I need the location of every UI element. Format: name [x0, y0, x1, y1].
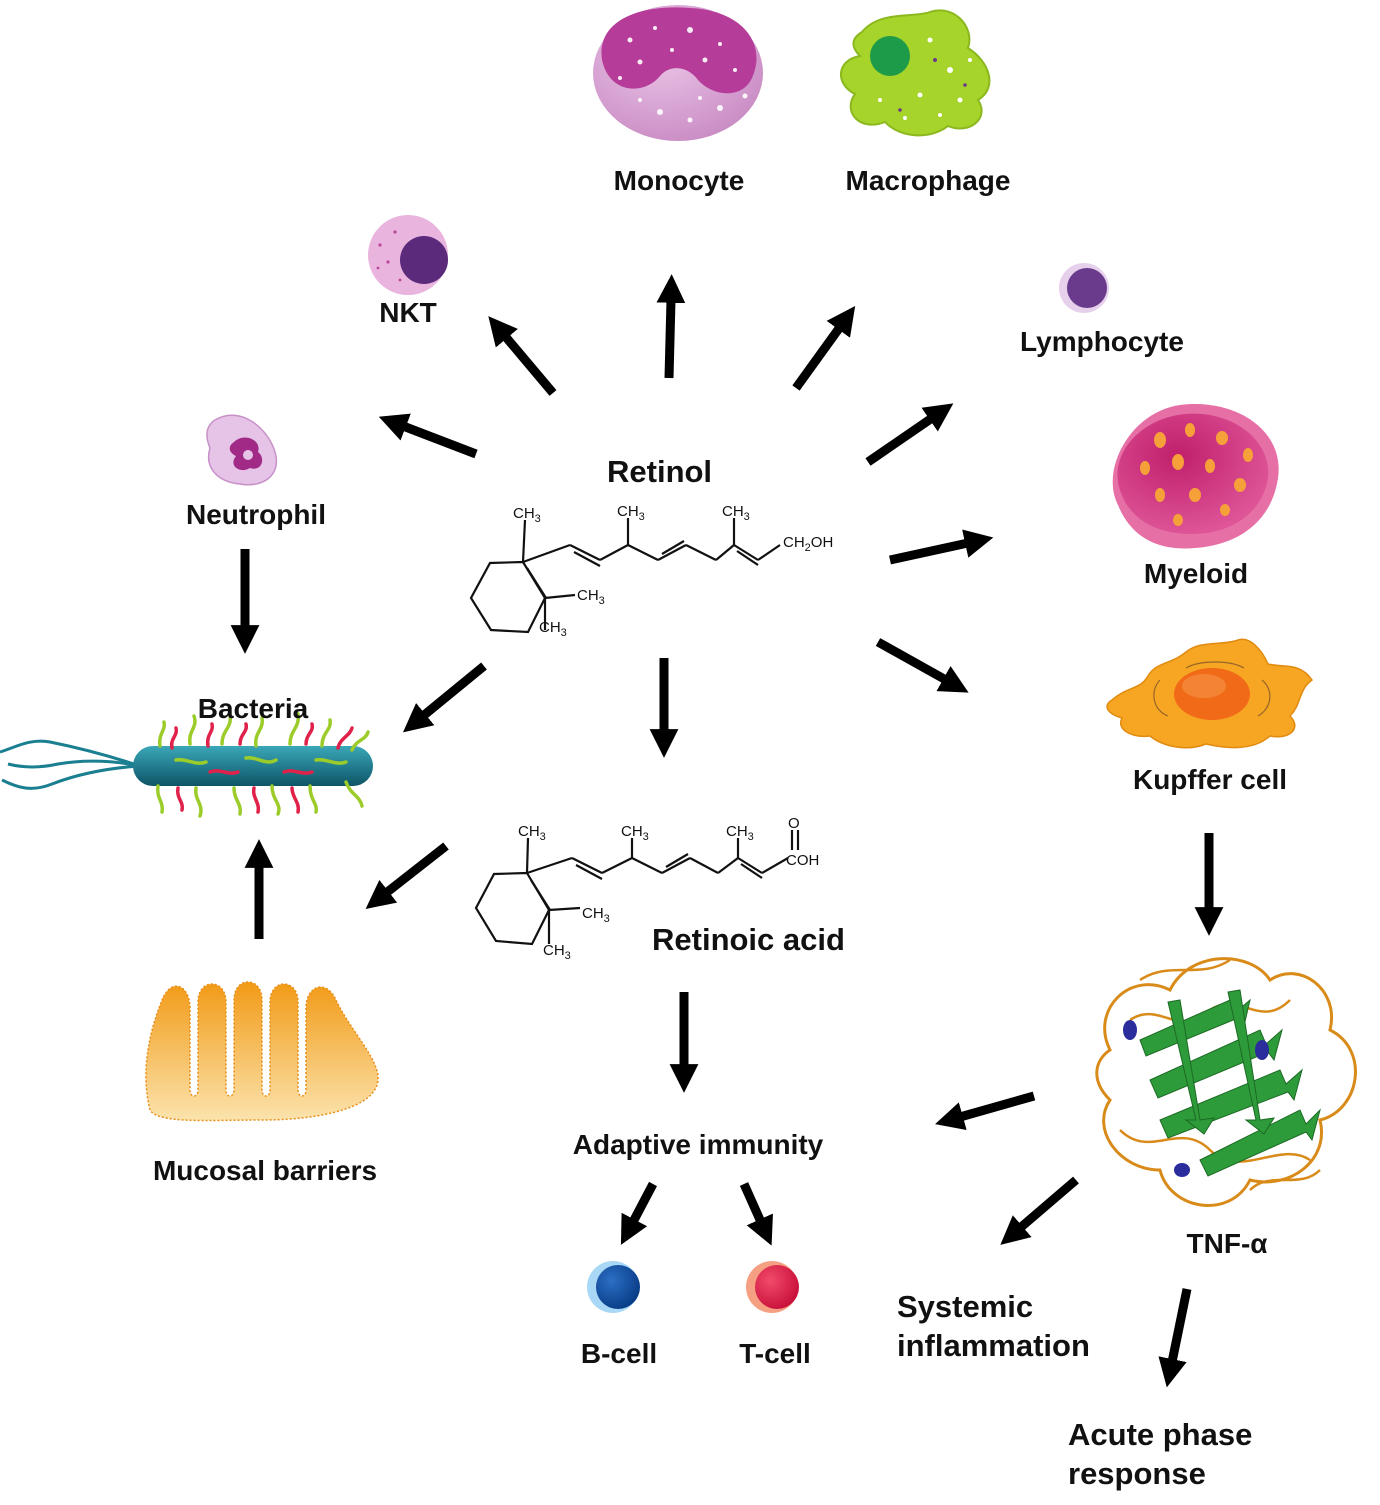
retinol-ch3-e: CH3: [539, 619, 567, 639]
retinol-ch2oh: CH2OH: [783, 534, 833, 554]
retinoic-acid-label: Retinoic acid: [652, 922, 845, 957]
arrow-tnf-to-acute: [1158, 1288, 1192, 1388]
arrow-tnf-to-adaptive: [935, 1091, 1036, 1131]
arrow-retinol-to-macrophage: [792, 305, 856, 391]
retinol-structure: [469, 518, 781, 634]
nkt-label: NKT: [379, 297, 437, 328]
myeloid-cell: [1112, 404, 1279, 549]
arrow-retinol-to-bacteria: [402, 662, 487, 733]
b-cell-label: B-cell: [580, 1338, 658, 1369]
acute-phase-label-line2: response: [1068, 1456, 1206, 1491]
macrophage-label: Macrophage: [845, 165, 1011, 196]
systemic-inflammation-label-line2: inflammation: [897, 1328, 1090, 1363]
retinol-ch3-b: CH3: [617, 503, 645, 523]
ra-ch3-a: CH3: [518, 823, 546, 843]
lymphocyte-cell: [1059, 263, 1109, 313]
arrow-adaptive-to-tcell: [739, 1182, 773, 1246]
ra-ch3-d: CH3: [582, 905, 610, 925]
ra-ch3-e: CH3: [543, 942, 571, 962]
retinoic-acid-atom-labels: CH3 CH3 CH3 CH3 CH3 O COH: [518, 815, 819, 962]
t-cell: [746, 1261, 799, 1313]
arrow-retinol-to-myeloid: [889, 529, 994, 565]
arrow-retinol-to-monocyte: [656, 274, 686, 379]
monocyte-cell: [593, 5, 763, 141]
nkt-cell: [368, 215, 448, 295]
retinol-label: Retinol: [607, 454, 713, 489]
myeloid-label: Myeloid: [1143, 558, 1249, 589]
arrow-retinol-to-nkt: [488, 316, 557, 396]
ra-cooh: COH: [786, 852, 819, 869]
ra-carbonyl-o: O: [788, 815, 800, 832]
t-cell-label: T-cell: [739, 1338, 811, 1369]
lymphocyte-label: Lymphocyte: [1020, 326, 1184, 357]
mucosal-barriers-label: Mucosal barriers: [152, 1155, 378, 1186]
arrow-retinol-to-lymphocyte: [865, 403, 954, 466]
adaptive-immunity-label: Adaptive immunity: [572, 1129, 824, 1160]
retinol-ch3-c: CH3: [722, 503, 750, 523]
arrow-retinol-to-kupffer: [875, 638, 969, 693]
systemic-inflammation-label-line1: Systemic: [897, 1289, 1034, 1324]
arrow-adaptive-to-bcell: [620, 1181, 657, 1245]
b-cell: [587, 1261, 640, 1313]
retinol-ch3-d: CH3: [577, 587, 605, 607]
bacteria-label: Bacteria: [197, 693, 309, 724]
mucosal-barrier: [145, 981, 379, 1122]
arrow-tnf-to-systemic: [1000, 1176, 1079, 1245]
bacteria-cell: [0, 712, 373, 818]
kupffer-label: Kupffer cell: [1132, 764, 1288, 795]
retinoic-acid-structure: [474, 830, 800, 946]
macrophage-cell: [839, 9, 991, 137]
arrow-retinol-to-neutrophil: [378, 413, 478, 459]
acute-phase-label-line1: Acute phase: [1068, 1417, 1253, 1452]
arrows: [230, 274, 1224, 1388]
retinol-atom-labels: CH3 CH3 CH3 CH3 CH3 CH2OH: [513, 503, 833, 639]
ra-ch3-b: CH3: [621, 823, 649, 843]
kupffer-cell: [1106, 638, 1314, 749]
monocyte-label: Monocyte: [613, 165, 745, 196]
arrow-retinoic-acid-to-mucosa: [365, 842, 449, 909]
tnf-alpha-label: TNF-α: [1186, 1228, 1268, 1259]
ra-ch3-c: CH3: [726, 823, 754, 843]
neutrophil-cell: [206, 414, 278, 486]
retinol-ch3-a: CH3: [513, 505, 541, 525]
tnf-alpha-protein: [1095, 957, 1357, 1207]
neutrophil-label: Neutrophil: [186, 499, 326, 530]
